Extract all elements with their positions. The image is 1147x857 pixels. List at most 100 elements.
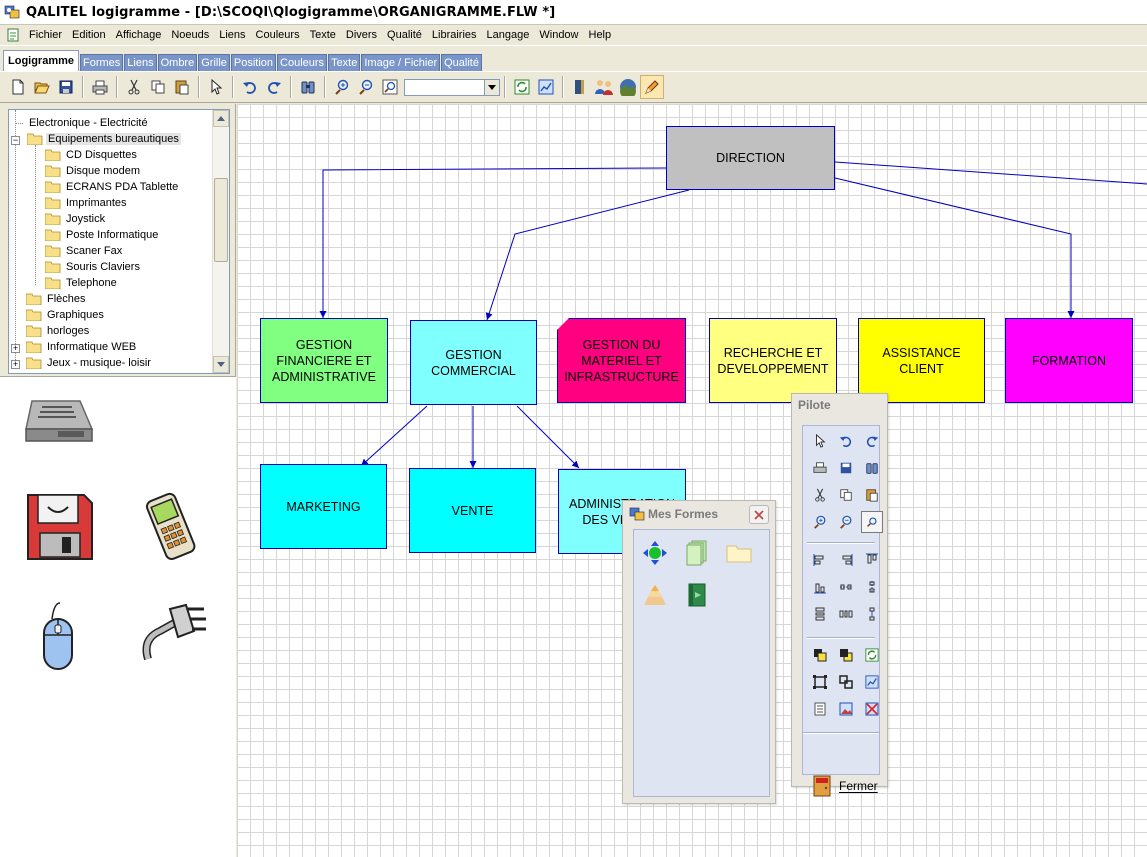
palette-title-bar[interactable]: Mes Formes [623, 501, 775, 527]
zoom-combo[interactable] [404, 78, 500, 96]
pilote-redo-button[interactable] [861, 430, 883, 452]
pilote-palette[interactable]: Pilote [791, 393, 888, 797]
pilote-copy-button[interactable] [835, 484, 857, 506]
link-direction-gestion-fin[interactable] [319, 167, 667, 318]
expand-toggle[interactable]: + [11, 343, 20, 353]
palette-title[interactable]: Pilote [798, 398, 831, 412]
library-button[interactable] [568, 75, 592, 99]
ungroup-button[interactable] [835, 671, 857, 693]
pilote-pointer-button[interactable] [809, 430, 831, 452]
tree-scrollbar[interactable] [212, 110, 229, 373]
link-commercial-marketing[interactable] [360, 405, 428, 467]
tab-ombre[interactable]: Ombre [157, 54, 198, 71]
pilote-save-button[interactable] [835, 457, 857, 479]
tree-item[interactable]: Equipements bureautiques [27, 131, 181, 147]
pilote-properties-button[interactable] [861, 457, 883, 479]
shape-item[interactable] [726, 540, 752, 566]
node-formation[interactable]: FORMATION [1005, 318, 1133, 403]
align-right-button[interactable] [835, 549, 857, 571]
redo-button[interactable] [262, 75, 286, 99]
properties-button[interactable] [296, 75, 320, 99]
highlight-button[interactable] [640, 75, 664, 99]
tree-item[interactable]: Joystick [45, 211, 107, 227]
shape-item[interactable] [642, 582, 668, 608]
tree-item[interactable]: Poste Informatique [45, 227, 160, 243]
cut-button[interactable] [122, 75, 146, 99]
new-button[interactable] [6, 75, 30, 99]
pilote-refresh-button[interactable] [861, 644, 883, 666]
gallery-item[interactable] [134, 599, 210, 675]
tab-liens[interactable]: Liens [124, 54, 157, 71]
tab-logigramme[interactable]: Logigramme [3, 50, 80, 71]
menu-librairies[interactable]: Librairies [431, 29, 477, 41]
menu-fichier[interactable]: Fichier [29, 29, 63, 41]
tab-grille[interactable]: Grille [198, 54, 230, 71]
menu-noeuds[interactable]: Noeuds [171, 29, 210, 41]
image-button[interactable] [835, 698, 857, 720]
node-assistance[interactable]: ASSISTANCE CLIENT [858, 318, 985, 403]
shape-item[interactable] [684, 540, 710, 566]
zoom-out-button[interactable] [354, 75, 378, 99]
align-center-h-button[interactable] [835, 576, 857, 598]
users-button[interactable] [592, 75, 616, 99]
send-back-button[interactable] [835, 644, 857, 666]
menu-affichage[interactable]: Affichage [115, 29, 162, 41]
tree-item[interactable]: Telephone [45, 275, 119, 291]
menu-texte[interactable]: Texte [309, 29, 336, 41]
tree-item[interactable]: Souris Claviers [45, 259, 142, 275]
link-direction-offscreen[interactable] [834, 161, 1147, 185]
pilote-cut-button[interactable] [809, 484, 831, 506]
align-bottom-button[interactable] [809, 576, 831, 598]
paste-button[interactable] [170, 75, 194, 99]
pilote-zoom-in-button[interactable] [809, 511, 831, 533]
landscape-button[interactable] [616, 75, 640, 99]
scroll-thumb[interactable] [214, 178, 228, 262]
link-direction-formation[interactable] [834, 177, 1075, 318]
collapse-toggle[interactable]: − [11, 135, 20, 145]
tree-item[interactable]: Jeux - musique- loisir [26, 355, 153, 371]
tree-item[interactable]: CD Disquettes [45, 147, 139, 163]
menu-edition[interactable]: Edition [72, 29, 106, 41]
title-bar[interactable]: QALITEL logigramme - [D:\SCOQI\Qlogigram… [0, 0, 1147, 25]
undo-button[interactable] [238, 75, 262, 99]
pilote-paste-button[interactable] [861, 484, 883, 506]
shape-item[interactable] [642, 540, 668, 566]
tab-position[interactable]: Position [230, 54, 277, 71]
open-button[interactable] [30, 75, 54, 99]
select-pointer-button[interactable] [204, 75, 228, 99]
link-direction-gestion-com[interactable] [485, 189, 690, 321]
gallery-item[interactable] [22, 381, 98, 457]
menu-qualite[interactable]: Qualité [387, 29, 422, 41]
copy-button[interactable] [146, 75, 170, 99]
node-gestion-materiel[interactable]: GESTION DU MATERIEL ET INFRASTRUCTURE [557, 318, 686, 403]
group-button[interactable] [809, 671, 831, 693]
distribute-horizontal-button[interactable] [835, 603, 857, 625]
pilote-print-button[interactable] [809, 457, 831, 479]
print-button[interactable] [88, 75, 112, 99]
combo-arrow[interactable] [484, 79, 499, 95]
tab-qualite[interactable]: Qualité [441, 54, 482, 71]
zoom-in-button[interactable] [330, 75, 354, 99]
tab-texte[interactable]: Texte [328, 54, 361, 71]
bring-front-button[interactable] [809, 644, 831, 666]
close-button[interactable] [749, 505, 769, 524]
shape-item[interactable] [684, 582, 710, 608]
node-vente[interactable]: VENTE [409, 468, 536, 553]
mes-formes-palette[interactable]: Mes Formes [622, 500, 776, 804]
distribute-vertical-button[interactable] [809, 603, 831, 625]
pilote-chart-button[interactable] [861, 671, 883, 693]
node-recherche[interactable]: RECHERCHE ET DEVELOPPEMENT [709, 318, 837, 403]
menu-langage[interactable]: Langage [486, 29, 530, 41]
fermer-button[interactable]: Fermer [813, 775, 878, 797]
scroll-up-button[interactable] [213, 110, 229, 127]
gallery-item[interactable] [134, 489, 210, 565]
tree-item[interactable]: Electronique - Electricité [15, 115, 150, 131]
library-tree[interactable]: Electronique - Electricité − Equipements… [8, 109, 230, 374]
menu-divers[interactable]: Divers [345, 29, 378, 41]
node-gestion-financiere[interactable]: GESTION FINANCIERE ET ADMINISTRATIVE [260, 318, 388, 403]
chart-view-button[interactable] [534, 75, 558, 99]
tree-item[interactable]: Disque modem [45, 163, 142, 179]
node-marketing[interactable]: MARKETING [260, 464, 387, 549]
tree-item[interactable]: Graphiques [26, 307, 106, 323]
tree-item[interactable]: Flèches [26, 291, 88, 307]
